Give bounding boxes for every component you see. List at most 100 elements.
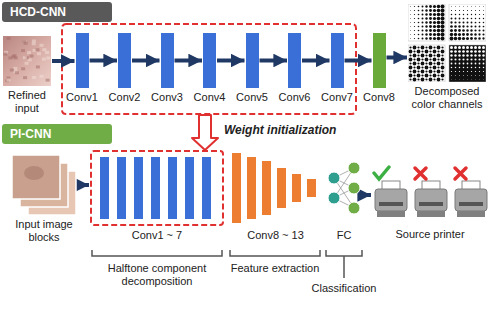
bracket [92,250,222,256]
halftone-dot [462,29,465,32]
layer-bar [118,33,131,88]
flow-arrow [387,56,408,60]
halftone-dot [471,67,473,69]
halftone-dot [441,74,445,78]
halftone-dot [410,38,412,40]
figure [326,150,362,226]
conv-bar [262,161,271,215]
halftone-dot [451,6,453,8]
halftone-dot [409,50,413,54]
halftone-dot [414,6,415,7]
halftone-dot [475,63,477,65]
conv-bar [100,157,109,219]
channel-tile [449,45,486,82]
halftone-dot [479,63,481,65]
halftone-dot [483,22,485,24]
image-block [12,155,60,199]
conv-bar [202,157,211,219]
printer-icon [374,167,407,217]
halftone-dot [467,71,468,72]
halftone-dot [422,22,424,24]
halftone-dot [433,58,437,62]
halftone-dot [422,38,424,40]
halftone-dot [422,14,424,16]
conv-bar [307,179,316,197]
halftone-dot [437,5,441,9]
halftone-dot [421,66,423,68]
halftone-dot [450,37,454,41]
halftone-dot [414,10,415,11]
halftone-dot [463,63,465,65]
halftone-dot [450,58,452,60]
halftone-dot [483,63,485,65]
halftone-dot [451,18,453,20]
halftone-dot [410,26,412,28]
halftone-dot [409,62,411,64]
flow-arrow [302,59,330,63]
halftone-dot [417,70,419,72]
halftone-dot [437,54,441,58]
halftone-dot [454,46,457,49]
halftone-dot [437,58,439,60]
halftone-dot [425,66,429,70]
conv-bar [232,153,241,223]
halftone-dot [429,29,432,32]
halftone-dot [482,58,484,60]
printer-slot [419,202,443,206]
flow-arrow [52,59,75,63]
halftone-dot [441,29,445,33]
halftone-dot [475,71,476,72]
conv-layer: Conv5 [230,33,274,104]
halftone-dot [433,37,436,40]
figure [228,150,323,226]
conv-bar [247,157,256,219]
figure-drawing [326,150,362,226]
halftone-dot [451,79,453,81]
weight-transfer-arrow [192,115,218,150]
halftone-dot [466,25,468,27]
halftone-dot [417,74,421,78]
node-label: Conv1 ~ 7 [90,229,224,242]
halftone-dot [429,13,432,16]
halftone-dot [478,54,480,56]
halftone-dot [417,78,419,80]
halftone-dot [413,74,415,76]
halftone-dot [470,50,473,53]
halftone-dot [483,10,485,12]
texture-speck [21,67,25,70]
printer-body [375,189,407,211]
node-label: FC [326,229,362,242]
halftone-dot [470,25,472,27]
halftone-dot [479,79,481,81]
halftone-dot [429,5,432,8]
halftone-dot [414,30,415,31]
halftone-dot [470,29,472,31]
halftone-dot [429,37,432,40]
flow-arrow [260,59,288,63]
halftone-dot [441,9,445,13]
halftone-dot [483,30,485,32]
neuron [348,162,360,174]
halftone-dot [459,71,460,72]
halftone-dot [414,22,415,23]
conv-layer: Conv2 [103,33,147,104]
halftone-dot [466,29,468,31]
halftone-dot [454,54,456,56]
flow-arrow [363,193,371,197]
halftone-dot [455,67,457,69]
halftone-dot [458,58,460,60]
flow-arrow [217,59,245,63]
halftone-dot [474,29,476,31]
conv-layer: Conv3 [145,33,189,104]
halftone-dot [425,74,429,78]
tag-fill: HCD-CNN [2,2,112,22]
halftone-dot [459,18,461,20]
halftone-dot [418,22,420,24]
halftone-dot [463,14,464,15]
halftone-dot [413,62,417,66]
halftone-dot [433,78,435,80]
halftone-dot [441,78,443,80]
figure-drawing [372,165,488,225]
halftone-dot [471,6,473,8]
halftone-dot [433,25,436,28]
